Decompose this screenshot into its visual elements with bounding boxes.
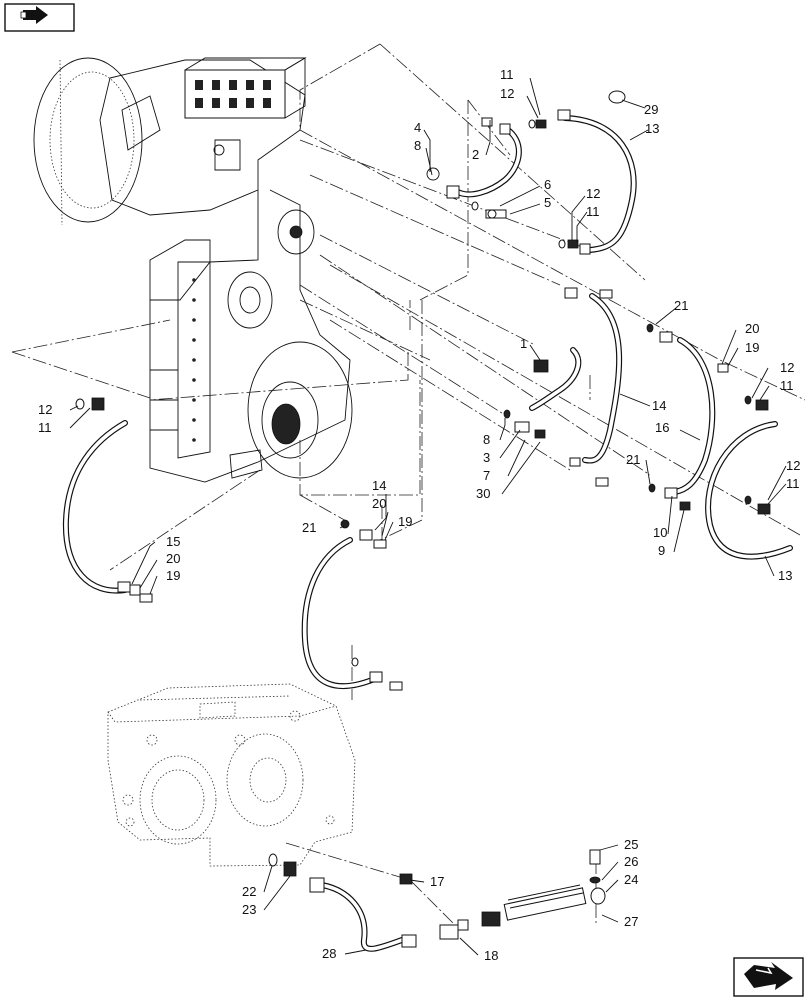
callout-7: 7 xyxy=(483,468,490,483)
callout-26: 26 xyxy=(624,854,638,869)
callout-16: 16 xyxy=(655,420,669,435)
hose-1-elbow xyxy=(529,347,582,411)
arrow-right-icon[interactable] xyxy=(733,957,804,997)
callout-13-a: 13 xyxy=(645,121,659,136)
hose-14-middle xyxy=(301,537,375,690)
callout-15: 15 xyxy=(166,534,180,549)
callout-24: 24 xyxy=(624,872,638,887)
callout-20-c: 20 xyxy=(166,551,180,566)
callout-12-d: 12 xyxy=(786,458,800,473)
arrow-left-icon[interactable] xyxy=(4,3,75,32)
callout-22: 22 xyxy=(242,884,256,899)
callout-11-e: 11 xyxy=(38,420,52,435)
callout-27: 27 xyxy=(624,914,638,929)
transmission-housing xyxy=(33,57,353,483)
callout-20-b: 20 xyxy=(372,496,386,511)
callout-6: 6 xyxy=(544,177,551,192)
hose-13-upper xyxy=(562,115,637,253)
callout-4: 4 xyxy=(414,120,421,135)
callout-14-b: 14 xyxy=(372,478,386,493)
callout-11-a: 11 xyxy=(500,67,514,82)
callout-21-b: 21 xyxy=(626,452,640,467)
callout-18: 18 xyxy=(484,948,498,963)
callout-30: 30 xyxy=(476,486,490,501)
alignment-lines xyxy=(11,43,806,926)
callout-14-a: 14 xyxy=(652,398,666,413)
leader-lines xyxy=(69,77,787,956)
callout-17: 17 xyxy=(430,874,444,889)
callout-1: 1 xyxy=(520,336,527,351)
callout-29: 29 xyxy=(644,102,658,117)
callout-11-b: 11 xyxy=(586,204,600,219)
lower-transmission-case xyxy=(107,683,356,867)
callout-5: 5 xyxy=(544,195,551,210)
callout-25: 25 xyxy=(624,837,638,852)
callout-9: 9 xyxy=(658,543,665,558)
callout-21-c: 21 xyxy=(302,520,316,535)
callout-12-c: 12 xyxy=(780,360,794,375)
callout-12-b: 12 xyxy=(586,186,600,201)
callout-3: 3 xyxy=(483,450,490,465)
hose-13-lower xyxy=(705,421,793,560)
callout-19-b: 19 xyxy=(398,514,412,529)
hose-15 xyxy=(62,420,128,594)
hose-28 xyxy=(319,882,405,952)
callout-12-a: 12 xyxy=(500,86,514,101)
callout-12-e: 12 xyxy=(38,402,52,417)
fittings xyxy=(75,90,771,948)
hose-2 xyxy=(455,125,522,198)
callout-21-a: 21 xyxy=(674,298,688,313)
callout-19-a: 19 xyxy=(745,340,759,355)
callout-10: 10 xyxy=(653,525,667,540)
callout-20-a: 20 xyxy=(745,321,759,336)
hose-16 xyxy=(672,337,716,495)
hose-14-right xyxy=(582,293,623,464)
callout-23: 23 xyxy=(242,902,256,917)
callout-labels: 11 12 29 4 8 2 13 6 5 12 11 21 1 20 19 1… xyxy=(38,67,800,963)
callout-13-b: 13 xyxy=(778,568,792,583)
callout-2: 2 xyxy=(472,147,479,162)
hose-24 xyxy=(503,884,587,921)
callout-8-b: 8 xyxy=(483,432,490,447)
callout-11-c: 11 xyxy=(780,378,794,393)
callout-11-d: 11 xyxy=(786,476,800,491)
callout-28: 28 xyxy=(322,946,336,961)
callout-8-a: 8 xyxy=(414,138,421,153)
callout-19-c: 19 xyxy=(166,568,180,583)
